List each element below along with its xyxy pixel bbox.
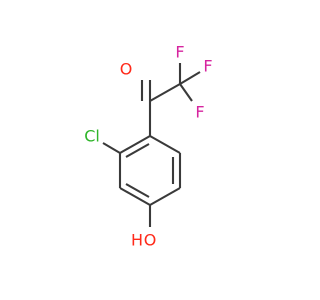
ring-bond-6 bbox=[119, 135, 151, 154]
ring-bond-3 bbox=[149, 187, 181, 206]
ring-bond-4-inner bbox=[125, 183, 150, 198]
atom-label-chlorine: Cl bbox=[84, 127, 100, 146]
ring-bond-6-inner bbox=[125, 143, 150, 158]
bond-carbonyl-to-cf3 bbox=[149, 83, 181, 102]
ring-bond-1 bbox=[149, 135, 181, 154]
atom-label-fluorine-1: F bbox=[175, 43, 184, 62]
structure-diagram: O F F F Cl O H bbox=[84, 43, 212, 250]
bond-cf3-f-right bbox=[179, 71, 201, 85]
atom-label-hydroxyl-oxygen: O bbox=[144, 231, 157, 250]
molecule-drawing: O F F F Cl O H bbox=[84, 43, 212, 250]
atom-labels: O F F F Cl O H bbox=[84, 43, 212, 250]
atom-label-hydroxyl-hydrogen: H bbox=[131, 231, 143, 250]
bond-cf3-f-bottom bbox=[179, 83, 193, 102]
atom-label-carbonyl-oxygen: O bbox=[120, 60, 133, 79]
bond-ring-to-cl bbox=[102, 142, 121, 154]
atom-label-fluorine-3: F bbox=[195, 103, 204, 122]
atom-label-fluorine-2: F bbox=[203, 57, 212, 76]
ring-bond-4 bbox=[119, 187, 151, 206]
bonds bbox=[102, 63, 201, 227]
